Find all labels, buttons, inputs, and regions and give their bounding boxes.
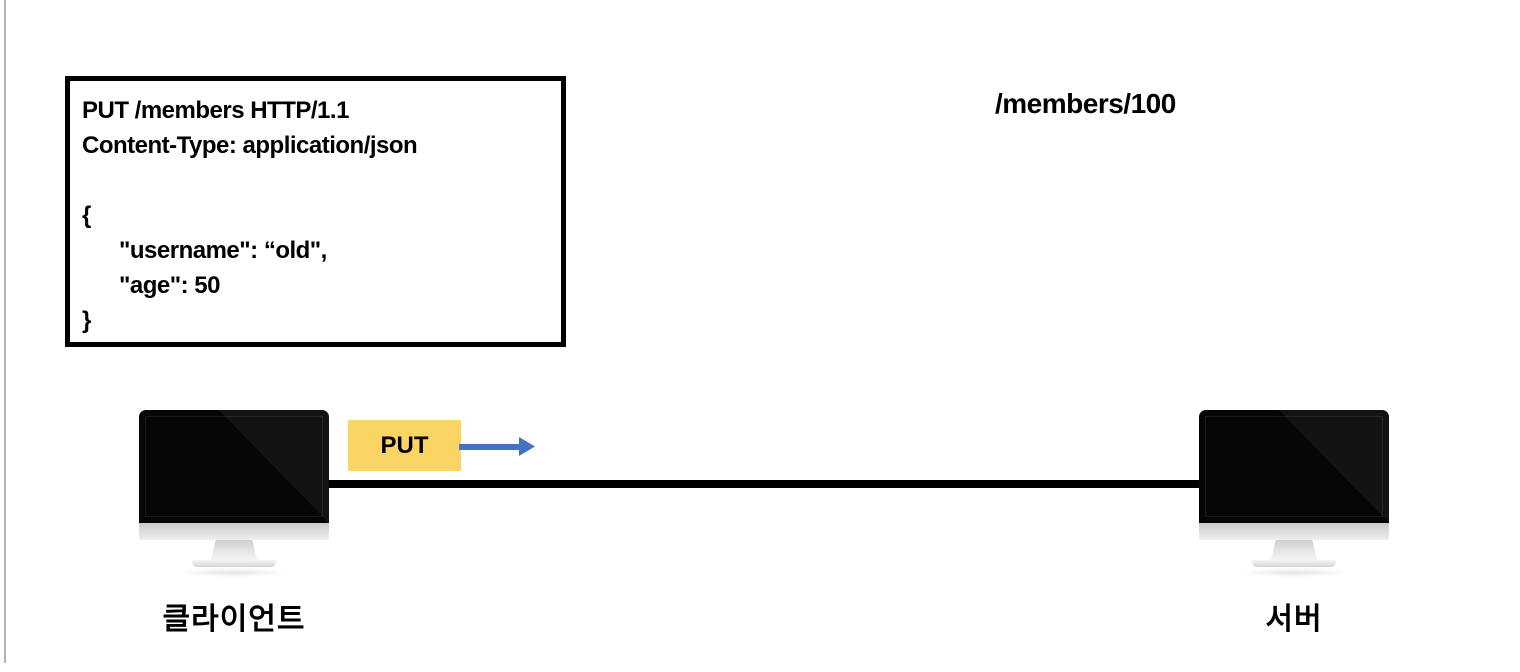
request-line-json-username: "username": “old", [82,237,327,264]
monitor-chin [1199,523,1389,540]
resource-url-label: /members/100 [995,88,1176,119]
arrow-head [519,437,535,456]
client-label: 클라이언트 [162,603,306,636]
http-request-box: PUT /members HTTP/1.1 Content-Type: appl… [65,76,566,347]
monitor-stand [211,540,257,560]
connection-line [329,480,1199,488]
monitor-screen [139,410,329,523]
request-line-json-open: { [82,202,91,229]
monitor-shadow [169,568,299,577]
slide-edge-line [4,0,6,663]
request-arrow-icon [459,437,535,456]
server-label: 서버 [1265,603,1323,636]
put-method-badge: PUT [348,420,461,471]
monitor-chin [139,523,329,540]
request-line-json-close: } [82,307,91,334]
monitor-shadow [1229,568,1359,577]
request-line-method: PUT /members HTTP/1.1 [82,97,349,124]
server-computer-icon [1199,410,1389,577]
monitor-stand [1271,540,1317,560]
request-line-content-type: Content-Type: application/json [82,132,418,159]
arrow-shaft [459,444,521,450]
monitor-base [192,560,276,567]
monitor-screen [1199,410,1389,523]
client-computer-icon [139,410,329,577]
request-line-json-age: "age": 50 [82,272,220,299]
monitor-base [1252,560,1336,567]
request-line-blank [82,163,549,198]
